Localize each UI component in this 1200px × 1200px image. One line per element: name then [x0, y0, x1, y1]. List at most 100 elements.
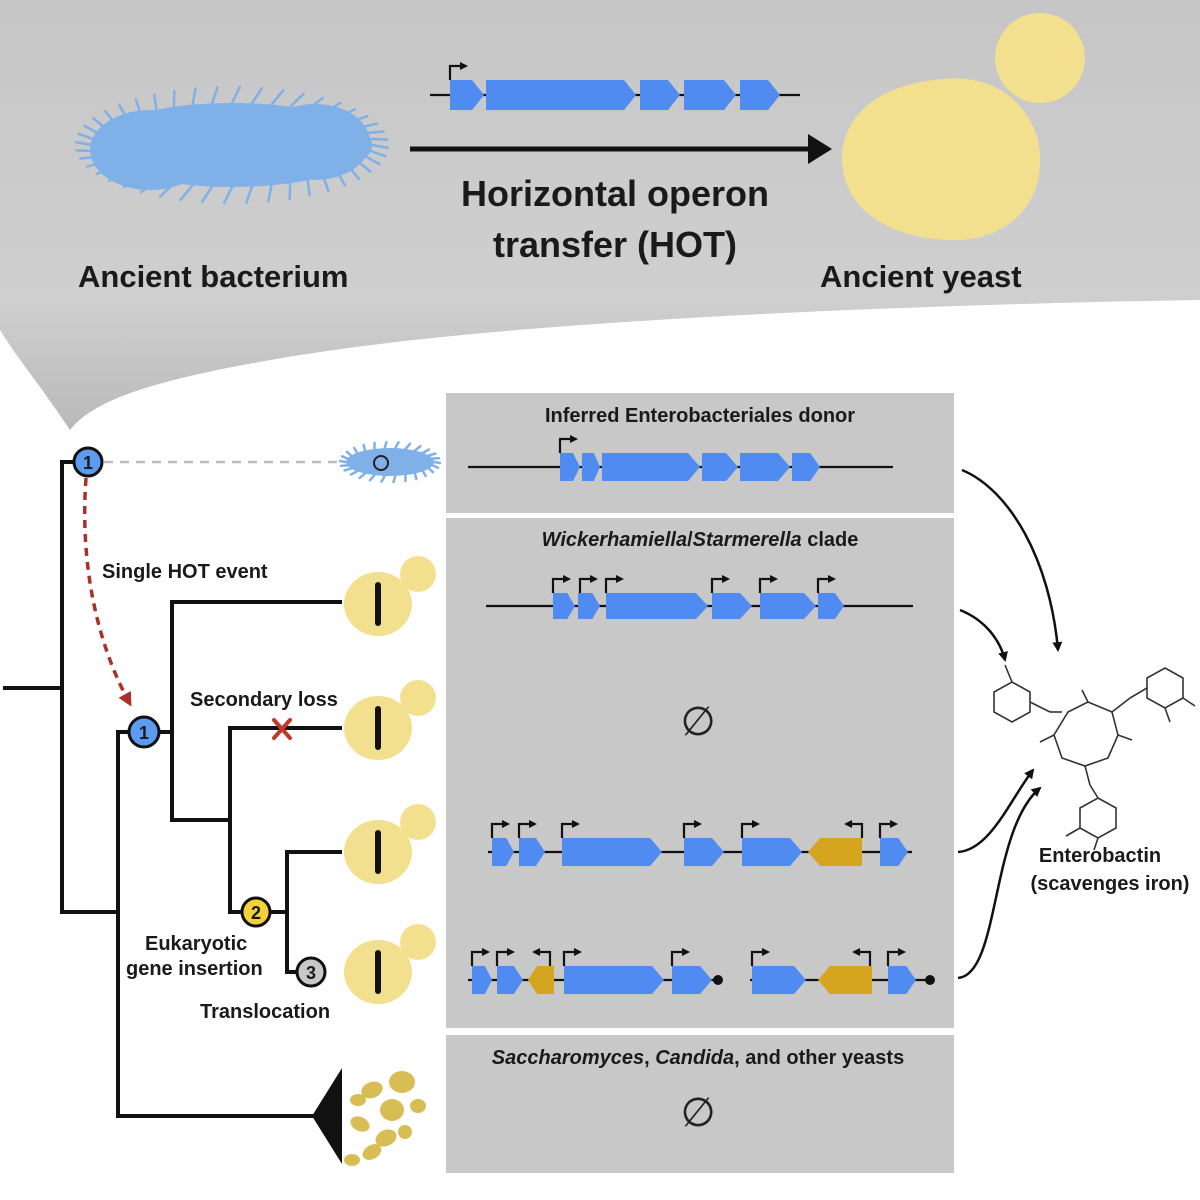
gene-arrow — [818, 966, 872, 994]
hot-event-label: Single HOT event — [102, 561, 268, 583]
transfer-arrowhead — [808, 134, 832, 164]
promoter-arrow — [758, 575, 778, 593]
chromosome-bar — [375, 706, 381, 750]
clade-operon-row4b — [750, 948, 935, 994]
insertion-label-line1: Eukaryotic — [145, 933, 247, 955]
yeast-tip-icon — [344, 804, 436, 884]
chromosome-bar — [375, 950, 381, 994]
gene-arrow — [450, 80, 484, 110]
gene-arrow — [808, 838, 862, 866]
gene-arrow — [880, 838, 908, 866]
other-yeasts-panel — [446, 1035, 954, 1173]
gene-arrow — [560, 453, 580, 481]
gene-arrow — [578, 593, 600, 619]
chromosome-bar — [375, 830, 381, 874]
gene-arrow — [740, 453, 790, 481]
promoter-arrow — [710, 575, 730, 593]
promoter-arrow — [558, 435, 578, 453]
donor-panel — [446, 393, 954, 513]
node-1-top: 1 — [72, 446, 104, 478]
gene-arrow — [752, 966, 806, 994]
gene-arrow — [582, 453, 600, 481]
node-1-top-label: 1 — [83, 453, 93, 473]
product-arrows — [957, 468, 1063, 980]
promoter-arrow — [448, 62, 468, 80]
promoter-arrow — [740, 820, 760, 838]
other-genus-2: Candida — [655, 1047, 734, 1069]
other-yeasts-empty-symbol: ∅ — [681, 1090, 716, 1136]
promoter-arrow — [562, 948, 582, 966]
promoter-arrow — [886, 948, 906, 966]
operon-diagram-header — [430, 62, 800, 110]
gene-arrow — [497, 966, 523, 994]
clade-separator: / — [687, 529, 693, 551]
terminator-dot — [713, 975, 723, 985]
gene-arrow — [684, 80, 736, 110]
other-genus-1: Saccharomyces — [492, 1047, 644, 1069]
promoter-arrow — [495, 948, 515, 966]
product-name-line2: (scavenges iron) — [1031, 873, 1190, 895]
donor-label: Ancient bacterium — [78, 259, 348, 294]
clade-panel — [446, 518, 954, 1028]
gene-arrow — [606, 593, 708, 619]
clade-panel-title: Wickerhamiella/Starmerella clade — [542, 529, 859, 551]
promoter-arrow — [844, 820, 864, 838]
promoter-arrow — [750, 948, 770, 966]
gene-arrow — [564, 966, 664, 994]
promoter-arrow — [490, 820, 510, 838]
gene-arrow — [492, 838, 514, 866]
gene-arrow — [472, 966, 492, 994]
gene-arrow — [486, 80, 636, 110]
terminator-dot — [925, 975, 935, 985]
gene-arrow — [792, 453, 820, 481]
promoter-arrow — [517, 820, 537, 838]
donor-bacterium-icon — [338, 440, 442, 484]
promoter-arrow — [470, 948, 490, 966]
gene-arrow — [562, 838, 662, 866]
collapsed-clade-triangle — [312, 1068, 342, 1164]
gene-arrow — [702, 453, 738, 481]
yeast-tip-icon — [344, 556, 436, 636]
promoter-arrow — [560, 820, 580, 838]
promoter-arrow — [604, 575, 624, 593]
node-2: 2 — [240, 896, 272, 928]
other-separator: , — [644, 1047, 655, 1069]
donor-operon-track — [468, 435, 893, 481]
promoter-arrow — [682, 820, 702, 838]
ancient-bacterium-icon — [74, 85, 390, 205]
gene-arrow — [712, 593, 752, 619]
secondary-loss-label: Secondary loss — [190, 689, 338, 711]
yeast-tip-icon — [344, 924, 436, 1004]
operon-header-track — [430, 62, 800, 110]
gene-arrow — [553, 593, 575, 619]
promoter-arrow — [878, 820, 898, 838]
gene-arrow — [528, 966, 554, 994]
gene-arrow — [519, 838, 545, 866]
hot-event-arrow — [82, 477, 132, 707]
promoter-arrow — [551, 575, 571, 593]
clade-operon-row4a — [468, 948, 723, 994]
other-yeasts-panel-title: Saccharomyces, Candida, and other yeasts — [492, 1047, 904, 1069]
gene-arrow — [672, 966, 712, 994]
translocation-label: Translocation — [200, 1001, 330, 1023]
gene-arrow — [888, 966, 916, 994]
gene-arrow — [742, 838, 802, 866]
node-1-clade-label: 1 — [139, 723, 149, 743]
clade-operon-row3 — [488, 820, 912, 866]
node-3-label: 3 — [306, 963, 316, 983]
gene-arrow — [818, 593, 844, 619]
clade-suffix: clade — [802, 529, 859, 551]
yeast-tip-icon — [344, 680, 436, 760]
product-name-line1: Enterobactin — [1039, 845, 1161, 867]
gene-arrow — [602, 453, 700, 481]
enterobactin-structure — [993, 664, 1196, 851]
node-2-label: 2 — [251, 903, 261, 923]
clade-genus-2: Starmerella — [693, 529, 802, 551]
clade-operon-row1 — [486, 575, 913, 619]
promoter-arrow — [578, 575, 598, 593]
transfer-label-line2: transfer (HOT) — [493, 224, 737, 265]
donor-panel-title: Inferred Enterobacteriales donor — [545, 405, 855, 427]
node-1-clade: 1 — [127, 715, 161, 749]
transfer-label-line1: Horizontal operon — [461, 173, 769, 214]
